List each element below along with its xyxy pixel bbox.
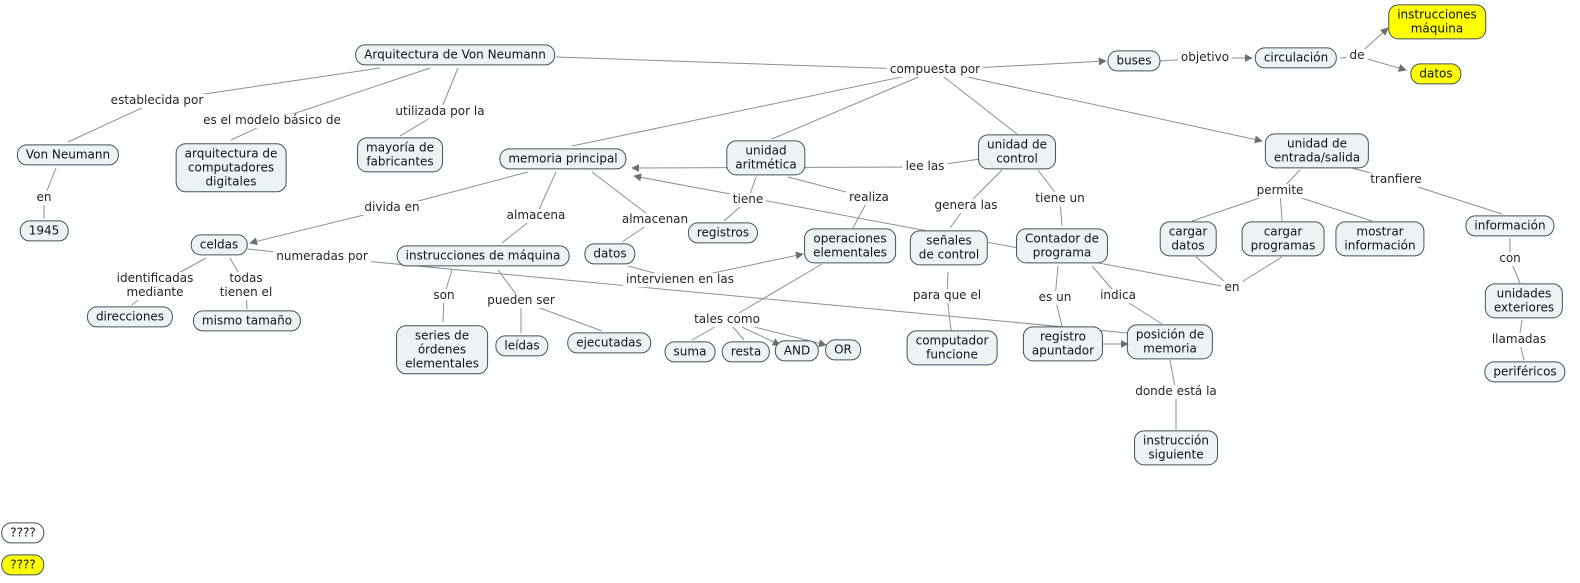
connector-line bbox=[571, 69, 936, 147]
concept-node-unidad-entrada-salida[interactable]: unidad de entrada/salida bbox=[1264, 133, 1370, 169]
link-label-genera-las[interactable]: genera las bbox=[931, 198, 1001, 213]
concept-node-mismo-tamano[interactable]: mismo tamaño bbox=[192, 310, 302, 332]
link-label-indica[interactable]: indica bbox=[1097, 288, 1139, 303]
link-label-permite[interactable]: permite bbox=[1253, 183, 1307, 198]
concept-node-datos-amarillo[interactable]: datos bbox=[1410, 63, 1462, 85]
concept-node-instrucciones-de-maquina[interactable]: instrucciones de máquina bbox=[396, 245, 570, 267]
link-label-identificadas-mediante[interactable]: identificadas mediante bbox=[113, 271, 197, 300]
link-label-objetivo[interactable]: objetivo bbox=[1177, 50, 1233, 65]
concept-node-computador-funcione[interactable]: computador funcione bbox=[906, 330, 998, 366]
link-label-llamadas[interactable]: llamadas bbox=[1488, 332, 1550, 347]
connector-line bbox=[934, 69, 1018, 135]
concept-node-datos[interactable]: datos bbox=[584, 243, 636, 265]
concept-node-1945[interactable]: 1945 bbox=[19, 220, 69, 242]
link-label-almacenan[interactable]: almacenan bbox=[618, 212, 692, 227]
link-label-son[interactable]: son bbox=[430, 288, 458, 303]
link-label-tranfiere[interactable]: tranfiere bbox=[1367, 172, 1425, 187]
link-label-en-1945[interactable]: en bbox=[33, 190, 55, 205]
concept-node-unidades-exteriores[interactable]: unidades exteriores bbox=[1484, 283, 1564, 319]
concept-node-or[interactable]: OR bbox=[825, 339, 861, 361]
concept-node-resta[interactable]: resta bbox=[721, 341, 771, 363]
concept-node-placeholder-amarillo[interactable]: ???? bbox=[1, 554, 45, 576]
concept-node-von-neumann[interactable]: Von Neumann bbox=[16, 144, 120, 166]
concept-node-cargar-datos[interactable]: cargar datos bbox=[1159, 221, 1217, 257]
link-label-establecida-por[interactable]: establecida por bbox=[107, 93, 207, 108]
concept-node-unidad-aritmetica[interactable]: unidad aritmética bbox=[726, 140, 806, 176]
connector-line bbox=[934, 69, 1263, 144]
connector-line bbox=[555, 56, 936, 71]
concept-node-contador-de-programa[interactable]: Contador de programa bbox=[1015, 228, 1109, 264]
link-label-es-un[interactable]: es un bbox=[1035, 290, 1075, 305]
concept-node-mostrar-informacion[interactable]: mostrar información bbox=[1335, 221, 1425, 257]
concept-node-buses[interactable]: buses bbox=[1107, 50, 1161, 72]
link-label-almacena[interactable]: almacena bbox=[503, 208, 569, 223]
link-label-tiene[interactable]: tiene bbox=[729, 192, 767, 207]
concept-node-registro-apuntador[interactable]: registro apuntador bbox=[1022, 326, 1104, 362]
concept-node-senales-de-control[interactable]: señales de control bbox=[909, 230, 989, 266]
connector-line bbox=[726, 263, 823, 321]
link-label-de[interactable]: de bbox=[1346, 48, 1368, 63]
link-label-con[interactable]: con bbox=[1496, 251, 1524, 266]
concept-node-and[interactable]: AND bbox=[774, 340, 820, 362]
link-label-para-que-el[interactable]: para que el bbox=[909, 288, 985, 303]
concept-node-perifericos[interactable]: periféricos bbox=[1484, 361, 1566, 383]
concept-node-suma[interactable]: suma bbox=[664, 341, 716, 363]
concept-node-unidad-de-control[interactable]: unidad de control bbox=[978, 134, 1056, 170]
link-label-tiene-un[interactable]: tiene un bbox=[1032, 191, 1088, 206]
link-label-lee-las[interactable]: lee las bbox=[902, 159, 948, 174]
link-label-todas-tienen-el[interactable]: todas tienen el bbox=[216, 271, 276, 300]
concept-node-memoria-principal[interactable]: memoria principal bbox=[499, 148, 627, 170]
link-label-es-el-modelo-basico-de[interactable]: es el modelo básico de bbox=[200, 113, 344, 128]
link-label-intervienen-en-las[interactable]: intervienen en las bbox=[623, 272, 737, 287]
concept-node-registros[interactable]: registros bbox=[687, 222, 759, 244]
concept-node-direcciones[interactable]: direcciones bbox=[86, 306, 174, 328]
concept-node-operaciones-elementales[interactable]: operaciones elementales bbox=[804, 228, 896, 264]
concept-node-mayoria-fabricantes[interactable]: mayoría de fabricantes bbox=[357, 137, 443, 173]
concept-node-circulacion[interactable]: circulación bbox=[1254, 47, 1338, 69]
connector-line bbox=[535, 171, 557, 217]
concept-node-cargar-programas[interactable]: cargar programas bbox=[1241, 221, 1325, 257]
connector-line bbox=[591, 171, 656, 221]
connector-line bbox=[439, 67, 459, 113]
concept-node-instruccion-siguiente[interactable]: instrucción siguiente bbox=[1134, 430, 1218, 466]
concept-node-informacion[interactable]: información bbox=[1465, 215, 1555, 237]
concept-node-series-ordenes-elementales[interactable]: series de órdenes elementales bbox=[396, 325, 488, 375]
link-label-en-memoria[interactable]: en bbox=[1221, 280, 1243, 295]
concept-node-arquitectura-von-neumann[interactable]: Arquitectura de Von Neumann bbox=[355, 44, 555, 66]
link-label-pueden-ser[interactable]: pueden ser bbox=[484, 293, 558, 308]
link-label-numeradas-por[interactable]: numeradas por bbox=[273, 249, 371, 264]
link-label-donde-esta-la[interactable]: donde está la bbox=[1132, 384, 1220, 399]
connector-line bbox=[771, 69, 936, 140]
concept-node-celdas[interactable]: celdas bbox=[190, 234, 248, 256]
connector-line bbox=[271, 67, 431, 122]
link-label-realiza[interactable]: realiza bbox=[846, 190, 892, 205]
concept-node-posicion-de-memoria[interactable]: posición de memoria bbox=[1126, 324, 1214, 360]
concept-node-ejecutadas[interactable]: ejecutadas bbox=[567, 332, 651, 354]
link-label-tales-como[interactable]: tales como bbox=[691, 312, 763, 327]
concept-node-placeholder-blanco[interactable]: ???? bbox=[1, 522, 45, 544]
link-label-utilizada-por-la[interactable]: utilizada por la bbox=[392, 104, 488, 119]
concept-node-arquitectura-computadores[interactable]: arquitectura de computadores digitales bbox=[175, 143, 287, 193]
connector-line bbox=[321, 256, 1129, 334]
link-label-divida-en[interactable]: divida en bbox=[361, 200, 423, 215]
concept-node-instrucciones-maquina-amarillo[interactable]: instrucciones máquina bbox=[1388, 4, 1486, 40]
concept-node-leidas[interactable]: leídas bbox=[495, 335, 549, 357]
link-label-compuesta-por[interactable]: compuesta por bbox=[886, 62, 984, 77]
